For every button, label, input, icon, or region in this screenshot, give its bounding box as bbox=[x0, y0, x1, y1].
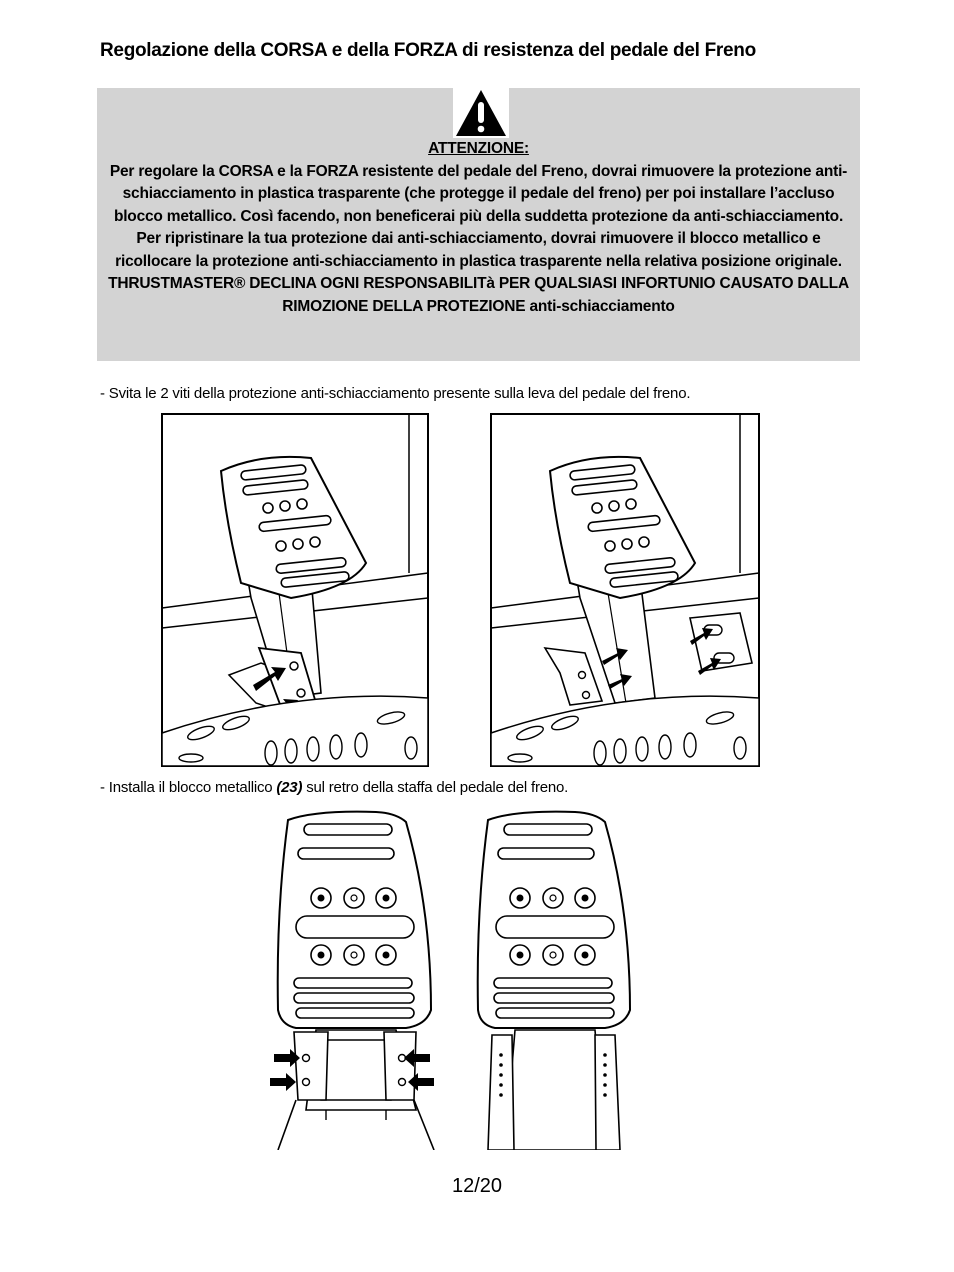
figure-pedal-protection-removed bbox=[490, 413, 760, 767]
step-2-suffix: sul retro della staffa del pedale del fr… bbox=[302, 779, 569, 796]
step-2-text: - Installa il blocco metallico (23) sul … bbox=[100, 779, 568, 796]
warning-disclaimer: THRUSTMASTER® DECLINA OGNI RESPONSABILIT… bbox=[97, 273, 860, 318]
warning-disclaimer-main: THRUSTMASTER® DECLINA OGNI RESPONSABILIT… bbox=[108, 275, 849, 315]
warning-text: ATTENZIONE: Per regolare la CORSA e la F… bbox=[97, 138, 860, 318]
warning-disclaimer-tail: anti-schiacciamento bbox=[529, 297, 675, 315]
figure-pedal-stand-back bbox=[476, 810, 632, 1150]
warning-label: ATTENZIONE: bbox=[428, 140, 529, 157]
step-2-part-ref: (23) bbox=[276, 779, 303, 796]
page-number: 12/20 bbox=[451, 1175, 503, 1197]
page-title: Regolazione della CORSA e della FORZA di… bbox=[100, 40, 756, 61]
step-1-text: - Svita le 2 viti della protezione anti-… bbox=[100, 385, 691, 402]
figure-pedal-protection-screws bbox=[161, 413, 429, 767]
warning-triangle-icon bbox=[456, 90, 506, 136]
warning-paragraph-1: Per regolare la CORSA e la FORZA resiste… bbox=[109, 162, 848, 225]
step-2-prefix: - Installa il blocco metallico bbox=[100, 779, 277, 796]
warning-paragraph-2: Per ripristinare la tua protezione dai a… bbox=[115, 230, 842, 270]
figure-metal-block-installed bbox=[270, 810, 435, 1150]
